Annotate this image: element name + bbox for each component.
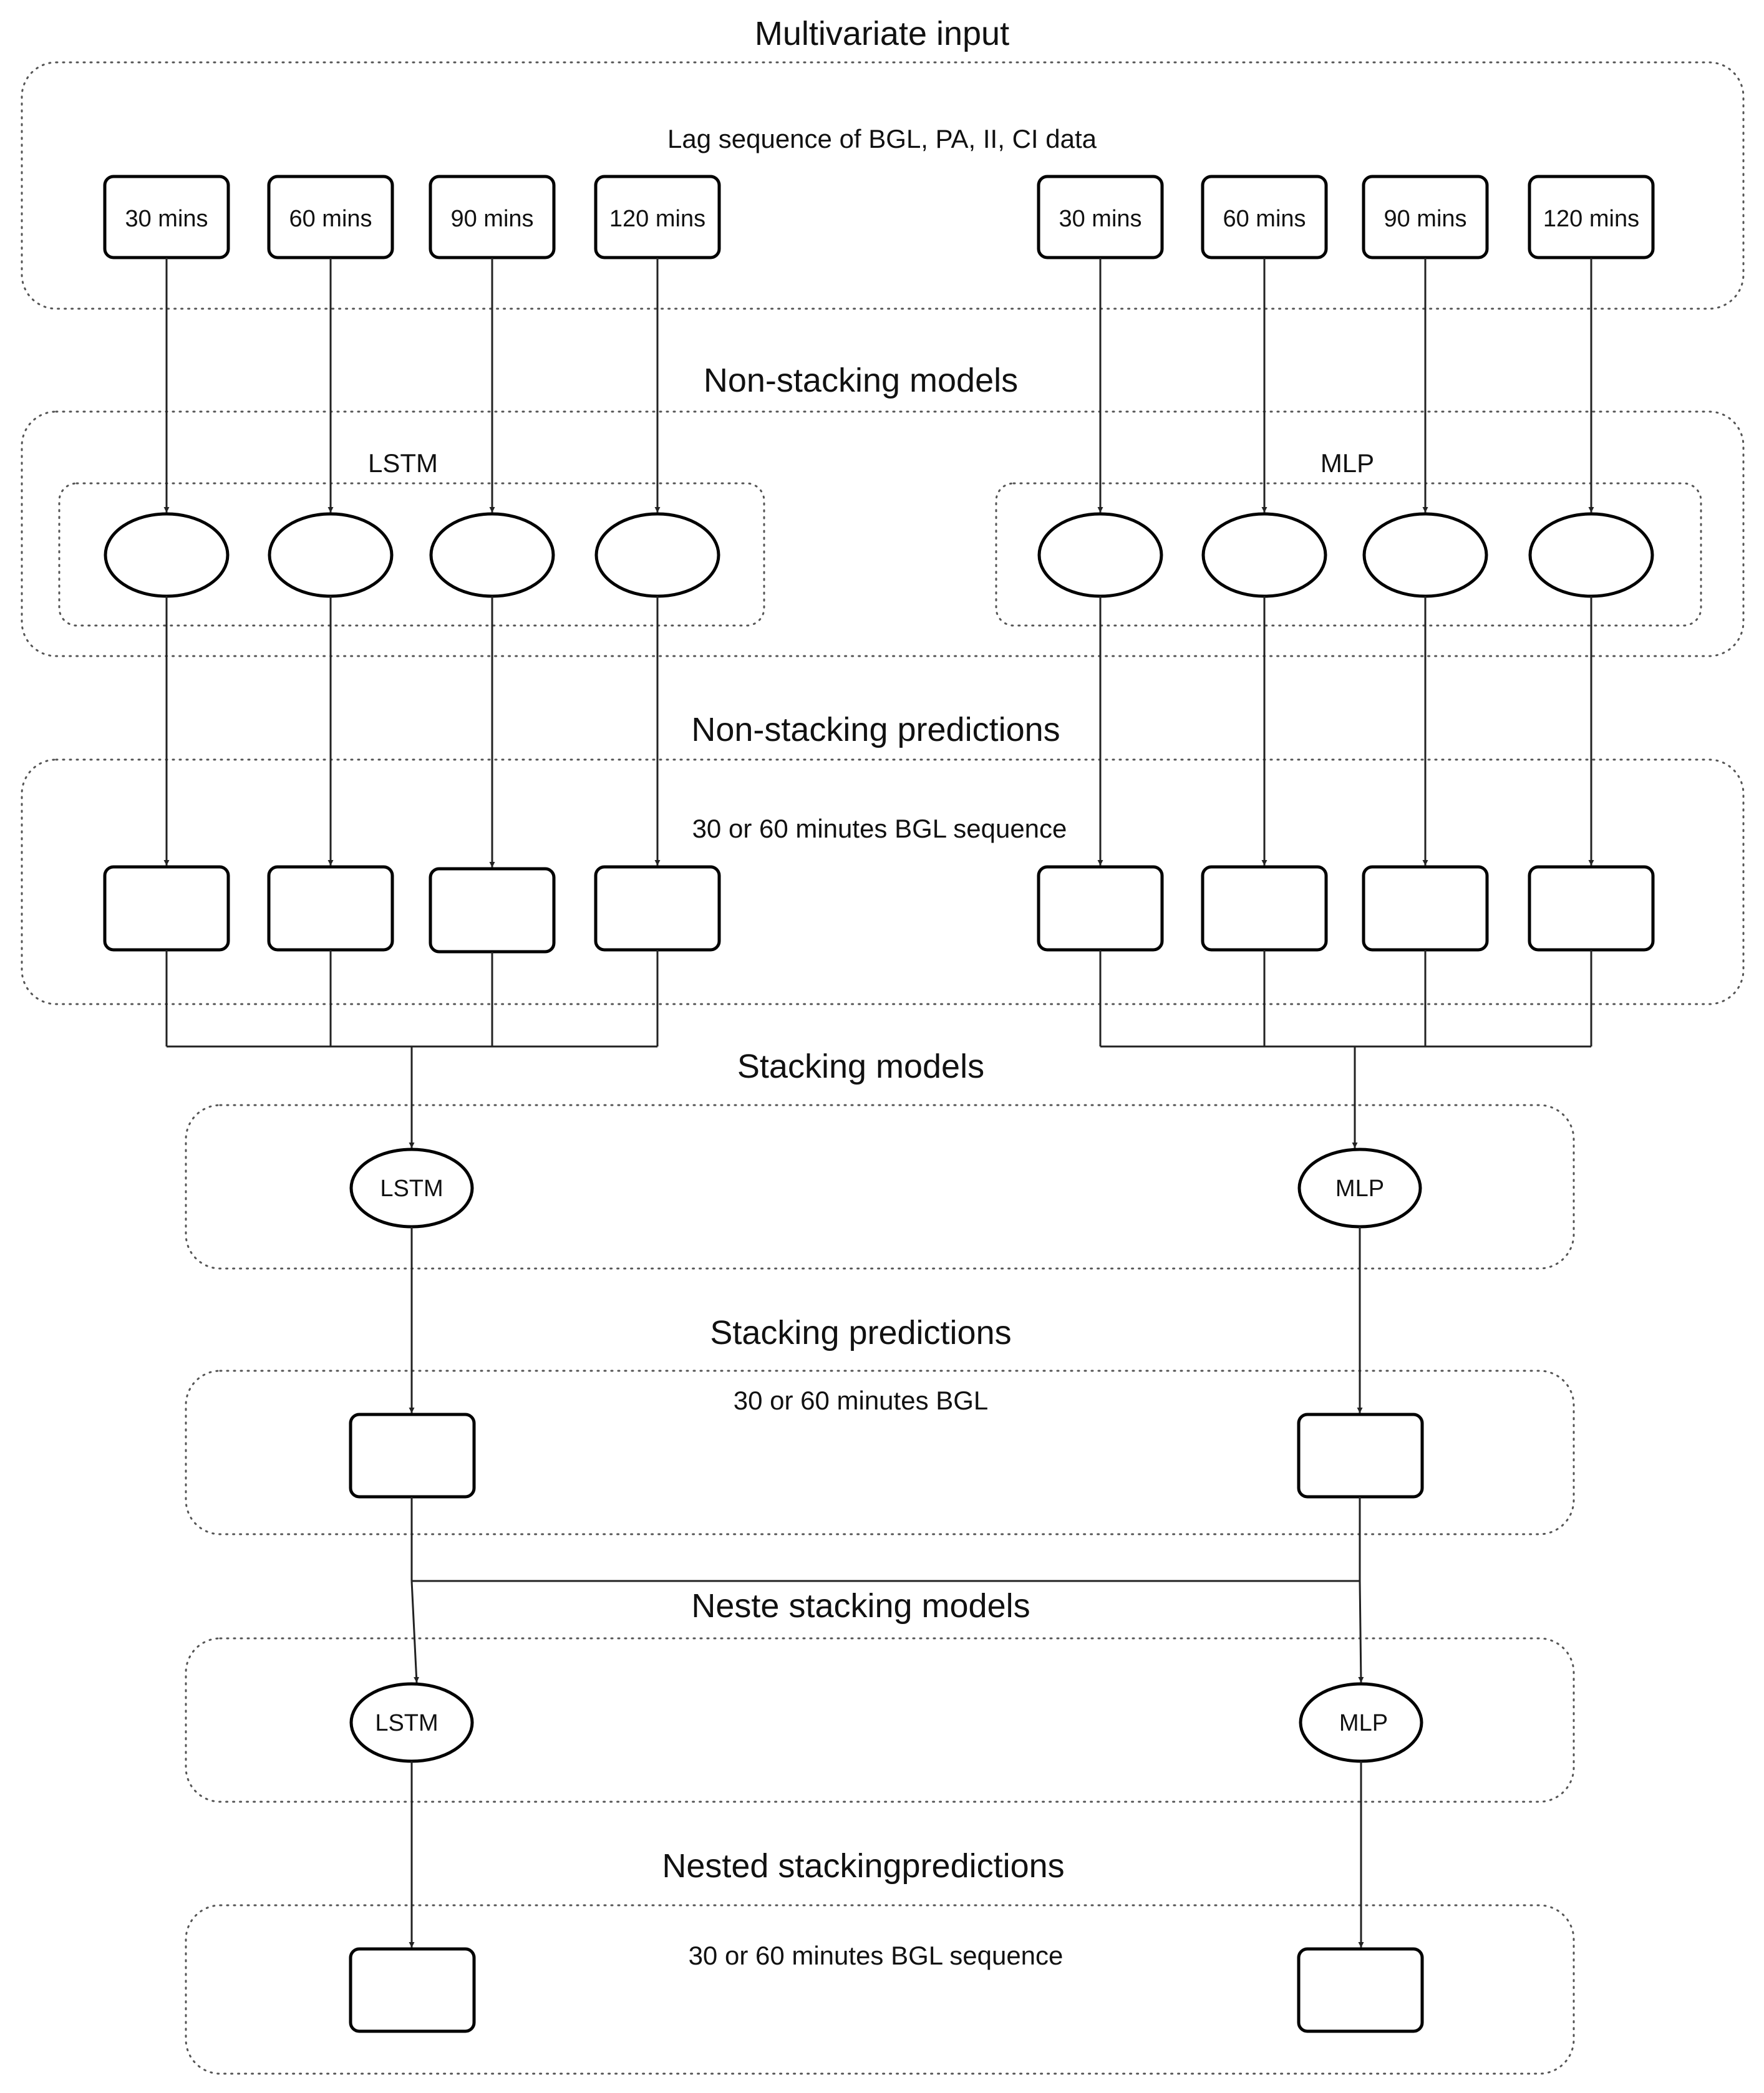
svg-text:MLP: MLP [1335,1176,1384,1202]
lstm-base-model-120 [594,512,720,598]
note-lag-sequence: Lag sequence of BGL, PA, II, CI data [667,124,1097,153]
lstm-prediction-90 [429,867,556,954]
svg-text:90 mins: 90 mins [1384,206,1466,232]
nested-prediction-lstm [349,1947,476,2033]
lag-input-left-120: 120 mins [594,175,721,259]
mlp-prediction-120 [1528,865,1655,952]
lag-input-right-120: 120 mins [1528,175,1655,259]
lstm-base-model-90 [429,512,555,598]
nested-stacking-predictions-group [185,1904,1575,2075]
lag-input-right-30: 30 mins [1037,175,1164,259]
stacking-prediction-lstm [349,1413,476,1499]
section-title-stacking-predictions: Stacking predictions [710,1314,1011,1351]
mlp-base-group [995,482,1702,627]
multivariate-input-group [21,61,1745,310]
connectors [163,258,1594,1948]
stacking-models-group [185,1104,1575,1270]
mlp-prediction-60 [1201,865,1328,952]
section-title-non-stacking-models: Non-stacking models [704,362,1018,399]
svg-text:120 mins: 120 mins [609,206,705,232]
stacking-prediction-mlp [1297,1413,1424,1499]
nested-stacking-model-mlp: MLP [1299,1682,1423,1763]
note-stacking-output: 30 or 60 minutes BGL [734,1386,989,1415]
nested-stacking-models-group [185,1637,1575,1803]
mlp-base-model-30 [1037,512,1163,598]
lstm-base-model-60 [268,512,394,598]
section-title-stacking-models: Stacking models [737,1048,984,1085]
lag-input-left-60: 60 mins [267,175,394,259]
svg-text:60 mins: 60 mins [1223,206,1306,232]
lstm-base-group [58,482,765,627]
lstm-prediction-30 [103,865,230,952]
svg-text:LSTM: LSTM [375,1710,438,1736]
stacking-model-lstm: LSTM [349,1148,474,1229]
lag-input-left-90: 90 mins [429,175,556,259]
svg-text:30 mins: 30 mins [1059,206,1141,232]
lstm-prediction-120 [594,865,721,952]
mlp-base-model-120 [1528,512,1654,598]
svg-text:120 mins: 120 mins [1543,206,1639,232]
section-title-nested-stacking-models: Neste stacking models [691,1587,1030,1625]
lag-input-right-60: 60 mins [1201,175,1328,259]
svg-text:60 mins: 60 mins [289,206,372,232]
stacking-model-mlp: MLP [1297,1148,1422,1229]
lstm-base-model-30 [104,512,230,598]
section-title-non-stacking-predictions: Non-stacking predictions [691,711,1060,748]
nested-stacking-model-lstm: LSTM [349,1682,474,1763]
base-group-label-mlp: MLP [1321,448,1374,478]
svg-text:90 mins: 90 mins [450,206,533,232]
stacking-predictions-group [185,1370,1575,1535]
base-group-label-lstm: LSTM [368,448,438,478]
note-nested-output: 30 or 60 minutes BGL sequence [689,1941,1064,1970]
lag-input-right-90: 90 mins [1362,175,1489,259]
nested-prediction-mlp [1297,1947,1424,2033]
lag-input-left-30: 30 mins [103,175,230,259]
svg-text:MLP: MLP [1339,1710,1388,1736]
mlp-base-model-90 [1362,512,1488,598]
mlp-base-model-60 [1201,512,1327,598]
mlp-prediction-30 [1037,865,1164,952]
section-title-multivariate-input: Multivariate input [755,15,1009,52]
mlp-prediction-90 [1362,865,1489,952]
note-non-stacking-output: 30 or 60 minutes BGL sequence [692,814,1067,843]
section-title-nested-stacking-predictions: Nested stackingpredictions [662,1847,1064,1885]
svg-text:30 mins: 30 mins [125,206,208,232]
lstm-prediction-60 [267,865,394,952]
svg-text:LSTM: LSTM [380,1176,443,1202]
